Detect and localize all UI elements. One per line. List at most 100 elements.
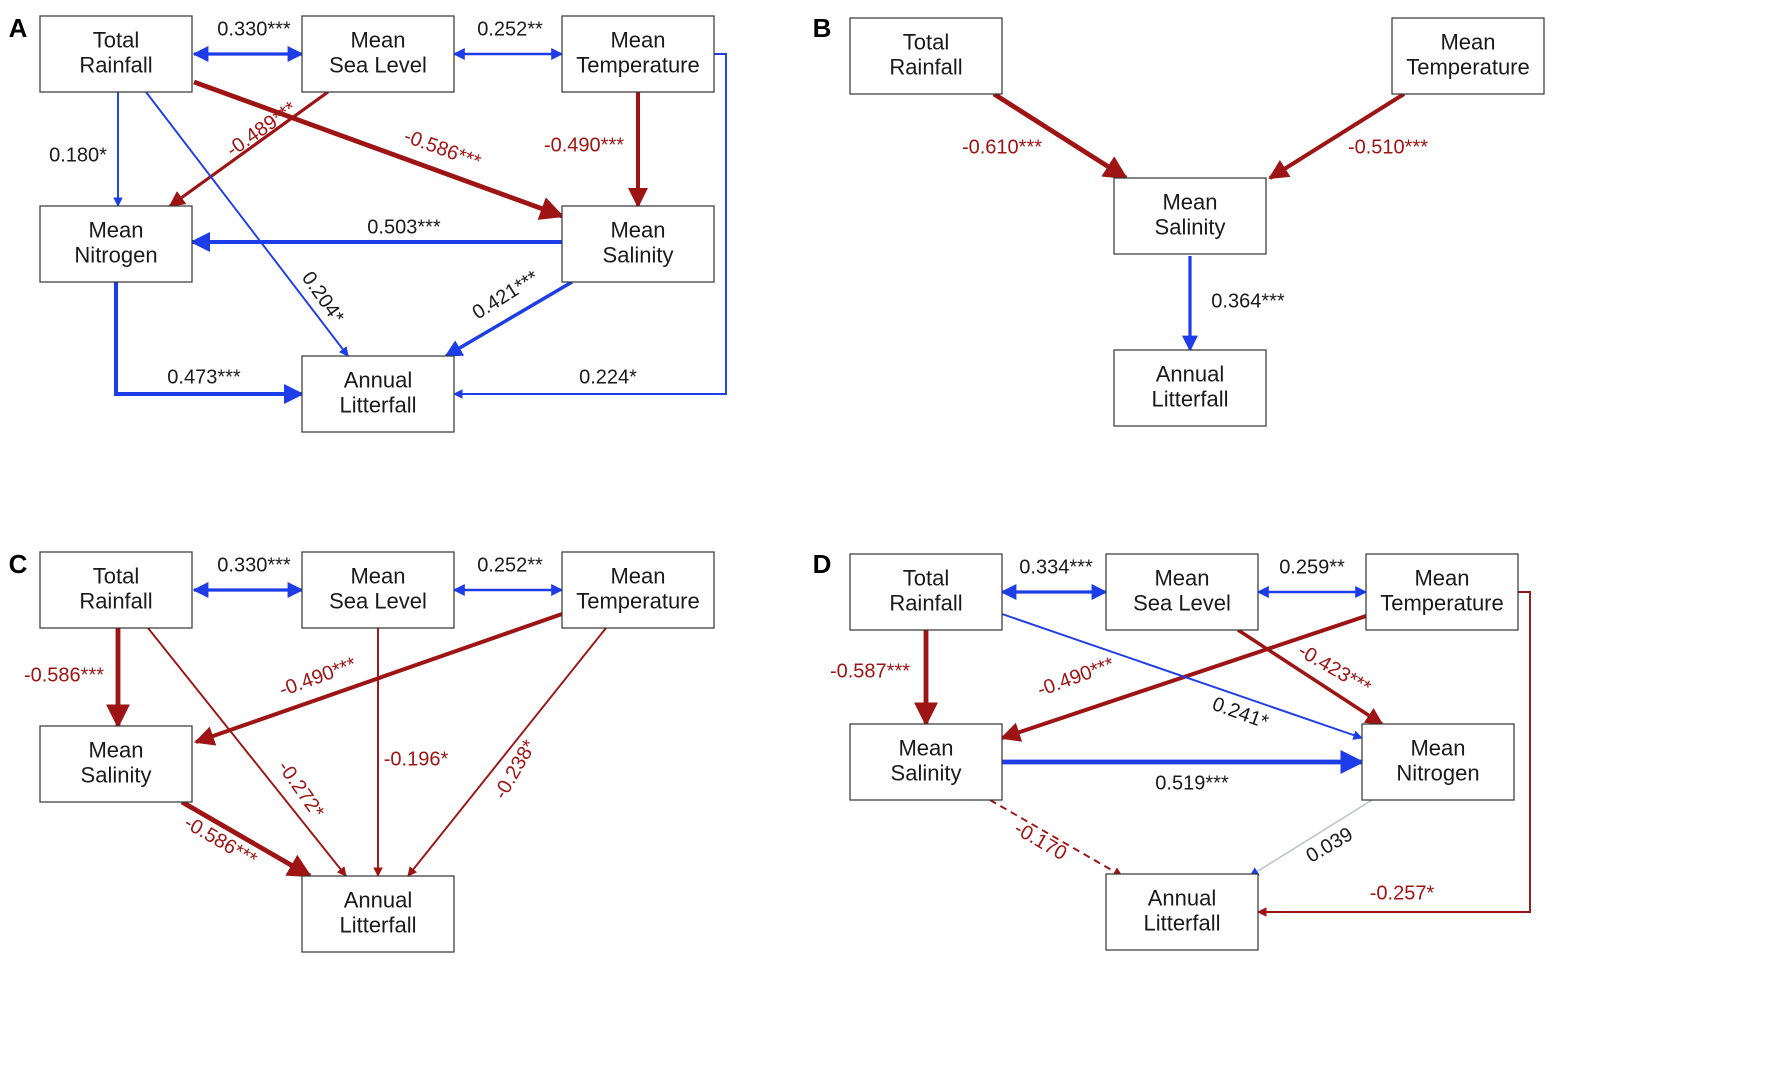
node-label-line: Rainfall [79,52,152,77]
coef-label-d-temp-sal: -0.490*** [1034,653,1117,701]
node-box [1113,177,1267,255]
coef-label-c-rain-litter: -0.272* [273,757,328,823]
node-label-line: Mean [350,27,405,52]
node-box [301,15,455,93]
node-box [301,875,455,953]
node-label-line: Sea Level [329,588,427,613]
path-c-rain-litter [147,627,347,877]
coef-label-a-nitro-litter: 0.473*** [167,366,241,388]
node-box [301,551,455,629]
node-label-line: Total [903,29,949,54]
node-label-line: Annual [1148,885,1217,910]
node-label-line: Litterfall [339,392,416,417]
node-label-line: Litterfall [1151,386,1228,411]
path-d-nitro-litter [1249,799,1373,877]
coef-label-c-temp-litter: -0.238* [490,736,541,803]
node-label-line: Temperature [1380,590,1504,615]
node-label-line: Total [93,27,139,52]
node-box [849,553,1003,631]
coef-label-c-sea-litter: -0.196* [384,748,449,770]
node-label-line: Salinity [891,760,962,785]
path-a-nitro-litter [114,282,304,404]
coef-label-a-rain-nitro: 0.180* [49,144,107,166]
path-d-sea-nitro [1237,628,1384,726]
path-a-sal-litter [444,280,573,358]
node-label-line: Annual [344,887,413,912]
coef-label-d-sea-temp: 0.259** [1279,556,1345,578]
panel-label-a: A [9,13,28,43]
coef-label-c-temp-sal: -0.490*** [276,653,359,701]
node-label-line: Mean [88,737,143,762]
node-label-line: Total [93,563,139,588]
panel-label-b: B [813,13,832,43]
node-label-line: Mean [610,563,665,588]
path-b-temp-sal [1268,92,1406,180]
node-label-line: Mean [898,735,953,760]
node-box [1365,553,1519,631]
coef-label-d-sal-nitro: 0.519*** [1155,772,1229,794]
node-label-line: Mean [610,27,665,52]
coef-label-a-rain-sea: 0.330*** [217,18,291,40]
node-label-line: Sea Level [1133,590,1231,615]
node-box [39,15,193,93]
coef-label-c-sea-temp: 0.252** [477,554,543,576]
node-label-line: Salinity [81,762,152,787]
panel-label-d: D [813,549,832,579]
coef-label-d-rain-sea: 0.334*** [1019,556,1093,578]
node-box [1361,723,1515,801]
node-label-line: Salinity [1155,214,1226,239]
node-box [1105,873,1259,951]
coef-label-d-nitro-litter: 0.039 [1302,823,1356,867]
node-label-line: Mean [1440,29,1495,54]
node-label-line: Mean [350,563,405,588]
coef-label-a-temp-sal: -0.490*** [544,134,624,156]
node-label-line: Mean [1414,565,1469,590]
coef-label-b-sal-litter: 0.364*** [1211,290,1285,312]
node-label-line: Annual [1156,361,1225,386]
node-label-line: Salinity [603,242,674,267]
node-box [849,17,1003,95]
node-label-line: Rainfall [79,588,152,613]
coef-label-c-rain-sal: -0.586*** [24,664,104,686]
node-box [1391,17,1545,95]
node-label-line: Mean [610,217,665,242]
coef-label-d-temp-litter: -0.257* [1370,882,1435,904]
coef-label-a-sea-temp: 0.252** [477,18,543,40]
coef-label-b-rain-sal: -0.610*** [962,136,1042,158]
node-box [39,551,193,629]
coef-label-a-rain-litter: 0.204* [297,268,348,328]
node-label-line: Litterfall [1143,910,1220,935]
path-a-rain-litter [145,91,349,357]
node-box [849,723,1003,801]
node-label-line: Sea Level [329,52,427,77]
node-label-line: Temperature [576,588,700,613]
path-d-rain-nitro [1001,613,1363,740]
coef-label-d-sea-nitro: -0.423*** [1294,640,1375,699]
coef-label-a-temp-litter: 0.224* [579,366,637,388]
coef-label-d-rain-nitro: 0.241* [1209,693,1271,734]
coef-label-a-sal-nitro: 0.503*** [367,216,441,238]
path-a-sea-nitro [168,90,329,208]
node-label-line: Nitrogen [74,242,157,267]
node-box [39,725,193,803]
path-c-temp-sal [194,612,563,746]
